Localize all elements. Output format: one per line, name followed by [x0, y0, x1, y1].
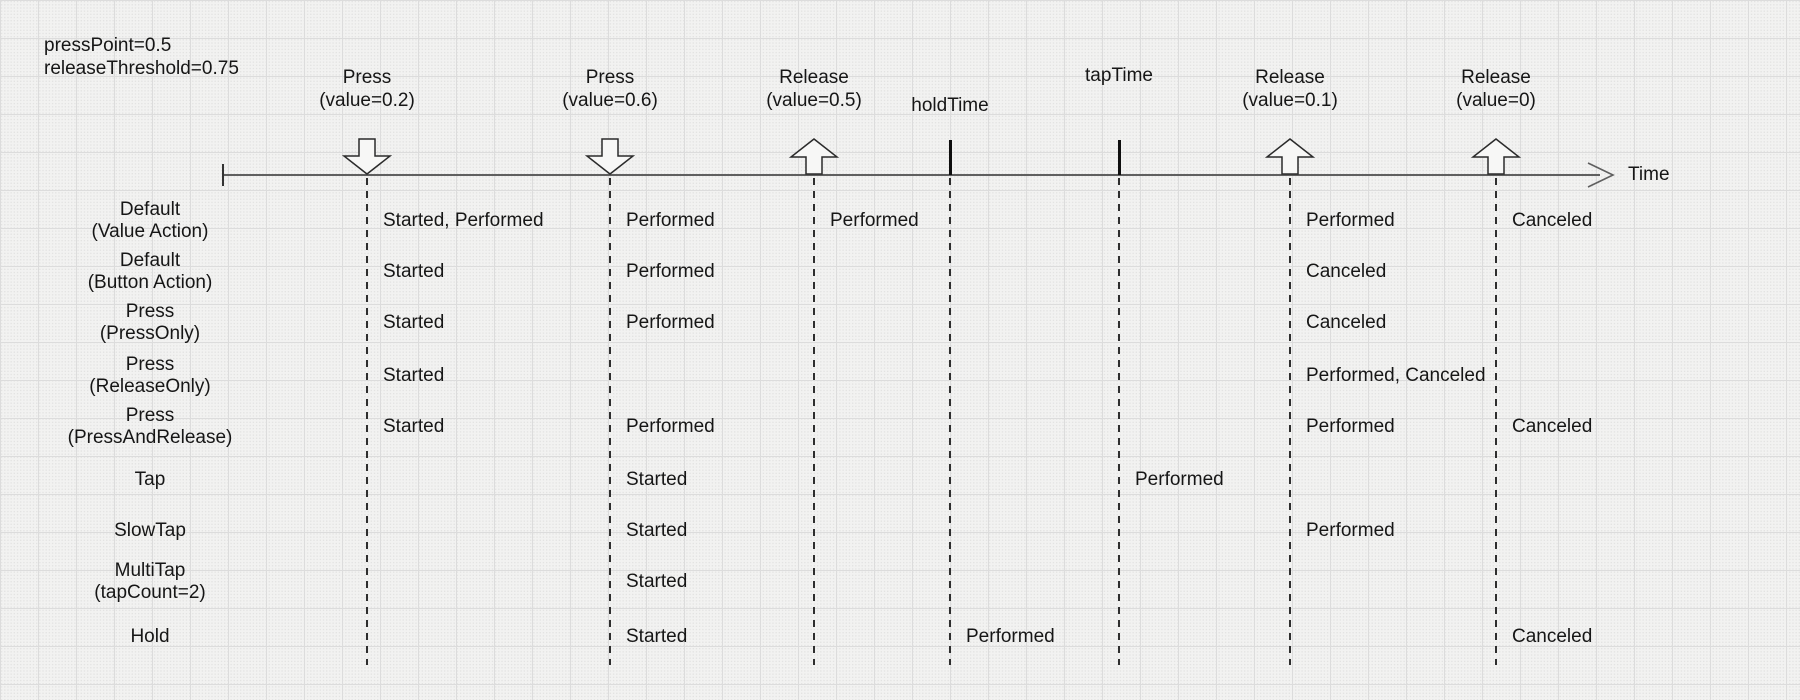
event-label-release-value-0-5: Release(value=0.5) [704, 66, 924, 112]
event-label-line: Press [342, 67, 392, 88]
event-label-line: (value=0.6) [562, 90, 658, 111]
event-guide-dashline-press-value-0-6 [609, 178, 611, 665]
phase-cell-tap: Started [626, 469, 688, 490]
phase-cell-press-release-only: Performed, Canceled [1306, 365, 1486, 386]
event-guide-dashline-tap-time [1118, 178, 1120, 665]
release-threshold-param: releaseThreshold=0.75 [44, 58, 239, 79]
event-guide-dashline-hold-time [949, 178, 951, 665]
row-label-default-button-action: Default(Button Action) [30, 250, 270, 294]
row-label-slow-tap: SlowTap [30, 520, 270, 542]
event-label-press-value-0-6: Press(value=0.6) [500, 66, 720, 112]
row-label-tap: Tap [30, 469, 270, 491]
event-label-release-value-0-1: Release(value=0.1) [1180, 66, 1400, 112]
row-label-multi-tap: MultiTap(tapCount=2) [30, 560, 270, 604]
phase-cell-tap: Performed [1135, 469, 1224, 490]
release-value-0-1-release-up-arrow-icon [1265, 138, 1315, 175]
row-label-line: SlowTap [114, 520, 186, 541]
phase-cell-hold: Canceled [1512, 626, 1593, 647]
row-label-default-value-action: Default(Value Action) [30, 199, 270, 243]
row-label-line: (ReleaseOnly) [89, 376, 211, 397]
row-label-line: Press [125, 354, 175, 375]
phase-cell-hold: Performed [966, 626, 1055, 647]
timeline-start-tick [222, 164, 224, 186]
event-label-press-value-0-2: Press(value=0.2) [257, 66, 477, 112]
phase-cell-press-press-and-release: Performed [1306, 416, 1395, 437]
event-label-hold-time: holdTime [840, 94, 1060, 117]
press-value-0-6-press-down-arrow-icon [585, 138, 635, 175]
row-label-line: (Button Action) [87, 272, 213, 293]
row-label-line: Hold [130, 626, 170, 647]
row-label-press-press-and-release: Press(PressAndRelease) [30, 405, 270, 449]
press-value-0-2-press-down-arrow-icon [342, 138, 392, 175]
event-label-line: (value=0.5) [766, 90, 862, 111]
event-guide-dashline-release-value-0-1 [1289, 178, 1291, 665]
event-label-line: Press [585, 67, 635, 88]
row-label-line: Default [119, 250, 181, 271]
phase-cell-slow-tap: Started [626, 520, 688, 541]
row-label-line: Press [125, 405, 175, 426]
phase-cell-press-release-only: Started [383, 365, 445, 386]
phase-cell-hold: Started [626, 626, 688, 647]
row-label-line: MultiTap [114, 560, 186, 581]
press-point-param: pressPoint=0.5 [44, 35, 172, 56]
phase-cell-press-press-only: Performed [626, 312, 715, 333]
row-label-line: (tapCount=2) [94, 582, 206, 603]
phase-cell-press-press-only: Started [383, 312, 445, 333]
row-label-line: Press [125, 301, 175, 322]
tap-time-tick-icon [1117, 140, 1121, 175]
phase-cell-press-press-and-release: Canceled [1512, 416, 1593, 437]
event-label-line: holdTime [911, 95, 989, 116]
parameters-note: pressPoint=0.5 releaseThreshold=0.75 [44, 34, 239, 80]
event-guide-dashline-release-value-0-5 [813, 178, 815, 665]
event-label-line: Release [1255, 67, 1325, 88]
phase-cell-default-value-action: Performed [1306, 210, 1395, 231]
event-guide-dashline-release-value-0 [1495, 178, 1497, 665]
phase-cell-default-value-action: Started, Performed [383, 210, 544, 231]
phase-cell-default-button-action: Canceled [1306, 261, 1387, 282]
row-label-press-press-only: Press(PressOnly) [30, 301, 270, 345]
row-label-press-release-only: Press(ReleaseOnly) [30, 354, 270, 398]
row-label-line: (PressOnly) [99, 323, 201, 344]
phase-cell-default-value-action: Performed [626, 210, 715, 231]
row-label-line: Default [119, 199, 181, 220]
phase-cell-press-press-only: Canceled [1306, 312, 1387, 333]
phase-cell-default-button-action: Performed [626, 261, 715, 282]
phase-cell-press-press-and-release: Performed [626, 416, 715, 437]
phase-cell-multi-tap: Started [626, 571, 688, 592]
row-label-hold: Hold [30, 626, 270, 648]
event-label-tap-time: tapTime [1009, 64, 1229, 87]
release-value-0-5-release-up-arrow-icon [789, 138, 839, 175]
phase-cell-default-value-action: Canceled [1512, 210, 1593, 231]
event-label-line: (value=0.1) [1242, 90, 1338, 111]
event-label-line: (value=0) [1456, 90, 1536, 111]
phase-cell-default-button-action: Started [383, 261, 445, 282]
release-value-0-release-up-arrow-icon [1471, 138, 1521, 175]
timeline-axis-label: Time [1628, 164, 1670, 185]
phase-cell-press-press-and-release: Started [383, 416, 445, 437]
timeline-axis [224, 174, 1600, 176]
row-label-line: (PressAndRelease) [67, 427, 233, 448]
event-label-line: (value=0.2) [319, 90, 415, 111]
row-label-line: Tap [134, 469, 166, 490]
row-label-line: (Value Action) [91, 221, 209, 242]
event-label-line: Release [779, 67, 849, 88]
event-guide-dashline-press-value-0-2 [366, 178, 368, 665]
event-label-line: tapTime [1085, 65, 1153, 86]
phase-cell-slow-tap: Performed [1306, 520, 1395, 541]
event-label-release-value-0: Release(value=0) [1386, 66, 1606, 112]
timeline-arrowhead-icon [1587, 162, 1615, 188]
phase-cell-default-value-action: Performed [830, 210, 919, 231]
event-label-line: Release [1461, 67, 1531, 88]
hold-time-tick-icon [948, 140, 952, 175]
